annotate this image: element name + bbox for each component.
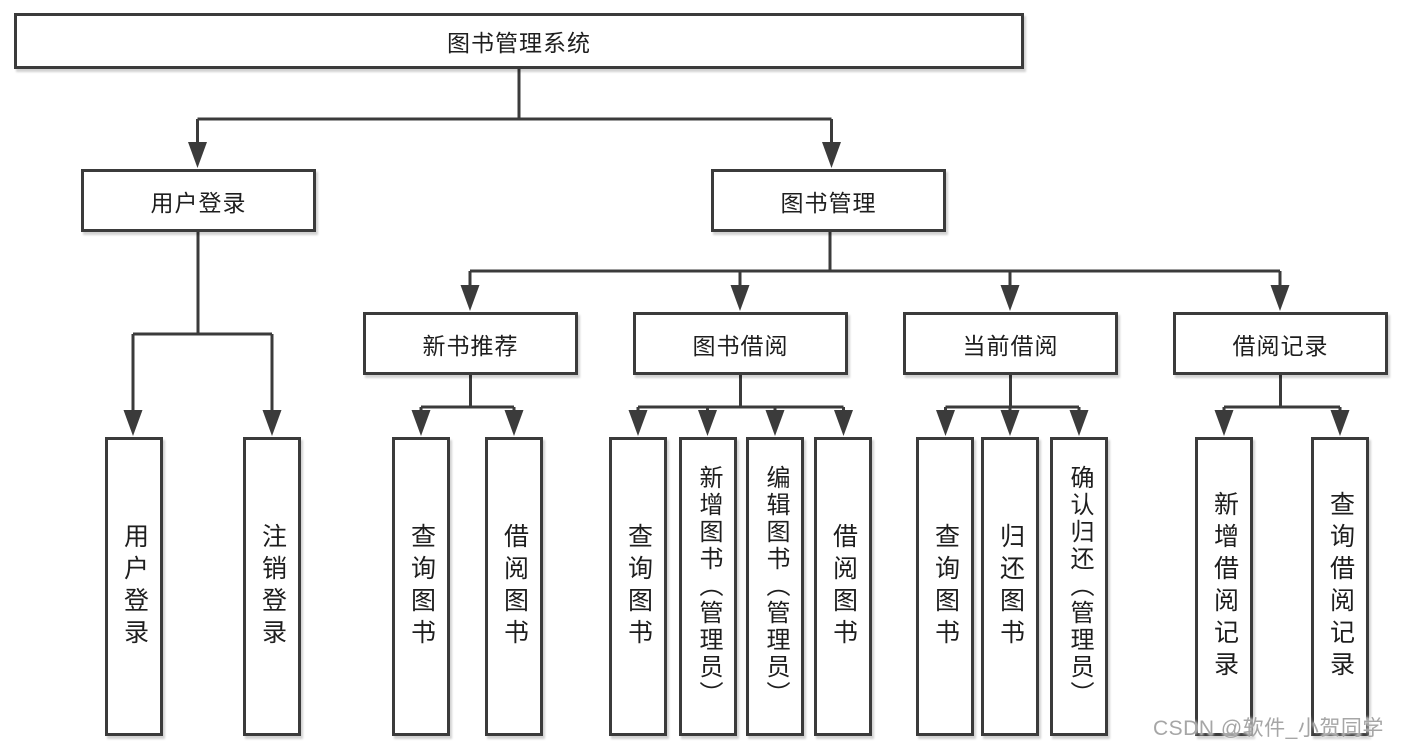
leaf-records-add-record: 新增借阅记录: [1195, 437, 1253, 736]
csdn-watermark: CSDN @软件_小贺同学: [1153, 717, 1384, 740]
node-book-management: 图书管理: [711, 169, 946, 232]
leaf-borrow-borrow-books: 借阅图书: [814, 437, 872, 736]
node-new-book-recommend: 新书推荐: [363, 312, 578, 375]
leaf-current-query-books-label: 查询图书: [931, 522, 960, 651]
leaf-borrow-edit-books-admin: 编辑图书（管理员）: [746, 437, 804, 736]
leaf-recommend-query-books: 查询图书: [392, 437, 450, 736]
leaf-current-return-books: 归还图书: [981, 437, 1039, 736]
node-user-login: 用户登录: [81, 169, 316, 232]
leaf-current-confirm-return-admin: 确认归还（管理员）: [1050, 437, 1108, 736]
leaf-current-confirm-return-admin-label: 确认归还（管理员）: [1066, 465, 1093, 708]
leaf-borrow-edit-books-admin-label: 编辑图书（管理员）: [762, 465, 789, 708]
arrowhead-icons: [123, 142, 1350, 436]
leaf-recommend-borrow-books-label: 借阅图书: [500, 522, 529, 651]
leaf-records-query-record-label: 查询借阅记录: [1326, 490, 1355, 683]
node-current-borrow: 当前借阅: [903, 312, 1118, 375]
node-root-label: 图书管理系统: [447, 30, 591, 56]
leaf-current-query-books: 查询图书: [916, 437, 974, 736]
leaf-logout-label: 注销登录: [258, 522, 287, 651]
leaf-logout: 注销登录: [243, 437, 301, 736]
leaf-borrow-query-books: 查询图书: [609, 437, 667, 736]
node-book-management-label: 图书管理: [780, 189, 877, 216]
node-new-book-recommend-label: 新书推荐: [422, 332, 519, 359]
node-user-login-label: 用户登录: [150, 189, 247, 216]
leaf-borrow-query-books-label: 查询图书: [624, 522, 653, 651]
node-root-system: 图书管理系统: [14, 13, 1024, 69]
node-book-borrow-label: 图书借阅: [692, 332, 789, 359]
node-current-borrow-label: 当前借阅: [962, 332, 1059, 359]
leaf-current-return-books-label: 归还图书: [996, 522, 1025, 651]
node-book-borrow: 图书借阅: [633, 312, 848, 375]
leaf-records-query-record: 查询借阅记录: [1311, 437, 1369, 736]
leaf-recommend-borrow-books: 借阅图书: [485, 437, 543, 736]
leaf-recommend-query-books-label: 查询图书: [407, 522, 436, 651]
leaf-user-login-label: 用户登录: [120, 522, 149, 651]
leaf-records-add-record-label: 新增借阅记录: [1210, 490, 1239, 683]
node-borrow-records: 借阅记录: [1173, 312, 1388, 375]
leaf-borrow-add-books-admin-label: 新增图书（管理员）: [695, 465, 722, 708]
leaf-borrow-add-books-admin: 新增图书（管理员）: [679, 437, 737, 736]
leaf-borrow-borrow-books-label: 借阅图书: [829, 522, 858, 651]
node-borrow-records-label: 借阅记录: [1232, 332, 1329, 359]
leaf-user-login: 用户登录: [105, 437, 163, 736]
